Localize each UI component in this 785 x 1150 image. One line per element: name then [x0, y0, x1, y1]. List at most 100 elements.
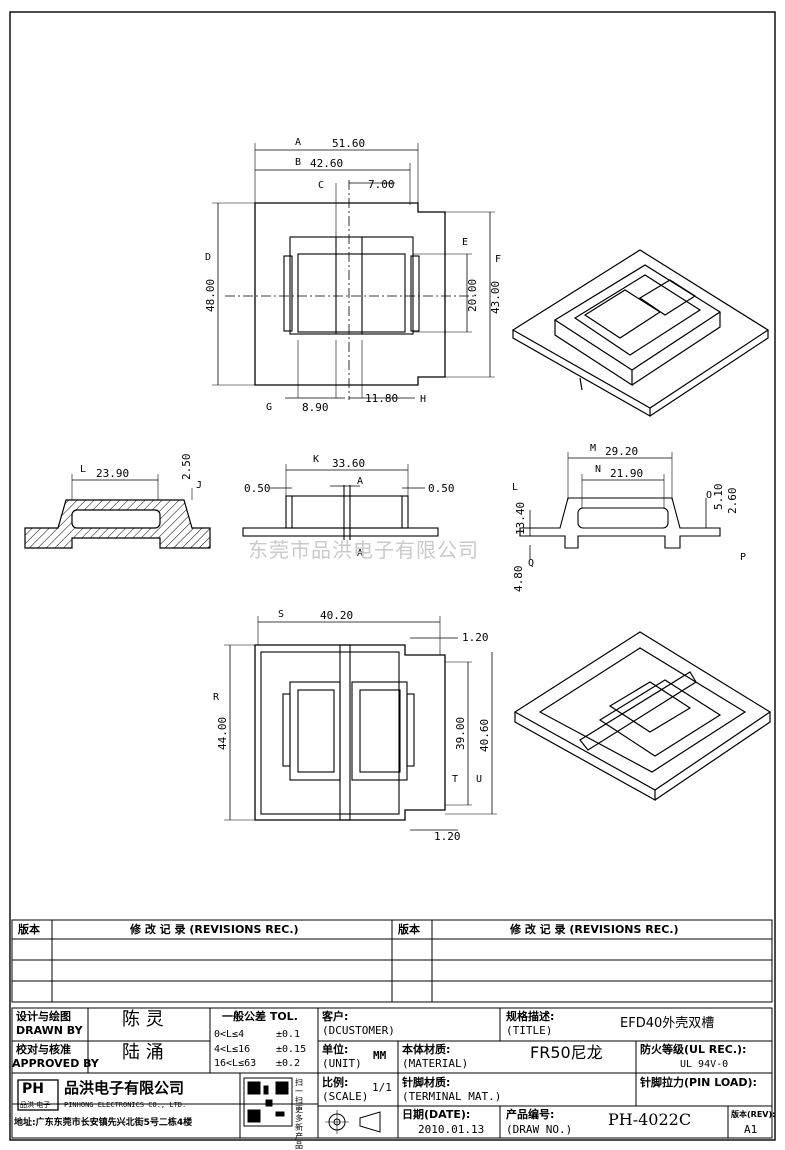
- rev-rec-header-1: 修 改 记 录 (REVISIONS REC.): [130, 923, 299, 936]
- isometric-view-top: [511, 249, 770, 418]
- right-section: [519, 452, 721, 560]
- company-logo-sub: 品洪 电子: [20, 1101, 51, 1109]
- title-cn: 规格描述:: [506, 1010, 555, 1023]
- scale-value: 1/1: [372, 1081, 392, 1094]
- unit-value: MM: [373, 1049, 387, 1062]
- dim-d: 48.00: [204, 279, 217, 312]
- rev-header-2: 版本: [398, 923, 420, 936]
- dim-r: 44.00: [216, 717, 229, 750]
- design-cn: 设计与绘图: [16, 1010, 71, 1023]
- flame-cn: 防火等级(UL REC.):: [640, 1043, 747, 1056]
- marker-u: U: [476, 774, 482, 785]
- drawno-en: (DRAW NO.): [506, 1123, 573, 1136]
- tol-range-2: 4<L≤16: [214, 1044, 251, 1055]
- pin-load: 针脚拉力(PIN LOAD):: [640, 1076, 757, 1089]
- checker-name: 陆 涌: [122, 1042, 164, 1063]
- marker-j: J: [196, 480, 202, 491]
- title-en: (TITLE): [506, 1024, 553, 1037]
- middle-section: [242, 464, 439, 540]
- unit-cn: 单位:: [322, 1043, 349, 1056]
- bottom-view: [224, 616, 497, 831]
- tolerance-title: 一般公差 TOL.: [222, 1010, 298, 1023]
- dim-o: 5.10: [712, 484, 725, 511]
- marker-o: O: [706, 490, 712, 501]
- marker-h: H: [420, 394, 426, 405]
- rev-header-1: 版本: [18, 923, 40, 936]
- marker-q: Q: [528, 558, 534, 569]
- section-label-a-bottom: A: [357, 548, 363, 559]
- rev-cn: 版本(REV):: [731, 1110, 776, 1119]
- check-cn: 校对与核准: [16, 1043, 71, 1056]
- dim-top-gap: 1.20: [462, 631, 489, 644]
- check-en: APPROVED BY: [12, 1057, 99, 1070]
- material-value: FR50尼龙: [530, 1043, 603, 1062]
- tol-val-1: ±0.1: [276, 1029, 301, 1040]
- scale-en: (SCALE): [322, 1090, 369, 1103]
- terminal-en: (TERMINAL MAT.): [402, 1090, 502, 1103]
- tol-range-3: 16<L≤63: [214, 1058, 257, 1069]
- dim-j: 2.50: [180, 454, 193, 481]
- title-value: EFD40外壳双槽: [620, 1016, 715, 1031]
- dim-u: 40.60: [478, 719, 491, 752]
- rev-value: A1: [744, 1123, 758, 1136]
- revisions-table: [11, 919, 773, 1003]
- drawno-value: PH-4022C: [608, 1110, 692, 1129]
- dim-a: 51.60: [332, 137, 365, 150]
- marker-c: C: [318, 180, 324, 191]
- section-label-a: A: [357, 476, 363, 487]
- marker-n: N: [595, 464, 601, 475]
- tol-val-3: ±0.2: [276, 1058, 301, 1069]
- dim-q1: 13.40: [514, 502, 527, 535]
- isometric-view-bottom: [513, 631, 772, 802]
- dim-l-left: 23.90: [96, 467, 129, 480]
- dim-t: 39.00: [454, 717, 467, 750]
- dim-o2: 2.60: [726, 488, 739, 515]
- top-view: [212, 143, 495, 400]
- sheet-border: [9, 11, 776, 1141]
- dim-middle-right: 0.50: [428, 482, 455, 495]
- dim-s: 40.20: [320, 609, 353, 622]
- tol-range-1: 0<L≤4: [214, 1029, 245, 1040]
- marker-r: R: [213, 692, 220, 703]
- customer-cn: 客户:: [322, 1010, 349, 1023]
- dim-e: 20.00: [466, 279, 479, 312]
- rev-rec-header-2: 修 改 记 录 (REVISIONS REC.): [510, 923, 679, 936]
- date-value: 2010.01.13: [418, 1123, 485, 1136]
- dim-bottom-gap: 1.20: [434, 830, 461, 843]
- left-section: [24, 474, 211, 549]
- company-name-cn: 品洪电子有限公司: [64, 1079, 185, 1097]
- scale-cn: 比例:: [322, 1076, 349, 1089]
- material-cn: 本体材质:: [402, 1043, 451, 1056]
- title-block: [11, 1007, 773, 1139]
- marker-b: B: [295, 157, 301, 168]
- marker-d: D: [205, 252, 211, 263]
- drawno-cn: 产品编号:: [506, 1108, 555, 1121]
- marker-e: E: [462, 237, 468, 248]
- marker-t: T: [452, 774, 458, 785]
- company-name-en: PINHONG ELECTRONICS CO., LTD.: [64, 1101, 187, 1109]
- dim-k: 33.60: [332, 457, 365, 470]
- dim-middle-left: 0.50: [244, 482, 271, 495]
- flame-value: UL 94V-0: [680, 1059, 729, 1070]
- designer-name: 陈 灵: [122, 1009, 164, 1030]
- dim-b: 42.60: [310, 157, 343, 170]
- company-logo: PH: [22, 1081, 44, 1097]
- unit-en: (UNIT): [322, 1057, 362, 1070]
- marker-m: M: [590, 443, 596, 454]
- dim-h: 11.80: [365, 392, 398, 405]
- dim-n: 21.90: [610, 467, 643, 480]
- qr-caption: 扫一扫更多新产品: [295, 1078, 303, 1150]
- marker-f: F: [495, 254, 501, 265]
- tol-val-2: ±0.15: [276, 1044, 307, 1055]
- material-en: (MATERIAL): [402, 1057, 469, 1070]
- watermark: 东莞市品洪电子有限公司: [248, 538, 479, 562]
- dim-q2: 4.80: [512, 566, 525, 593]
- marker-g: G: [266, 402, 272, 413]
- marker-p: P: [740, 552, 746, 563]
- marker-l-right: L: [512, 482, 518, 493]
- customer-en: (DCUSTOMER): [322, 1024, 395, 1037]
- dim-m: 29.20: [605, 445, 638, 458]
- company-address: 地址:广东东莞市长安镇先兴北街5号二栋4楼: [14, 1118, 193, 1128]
